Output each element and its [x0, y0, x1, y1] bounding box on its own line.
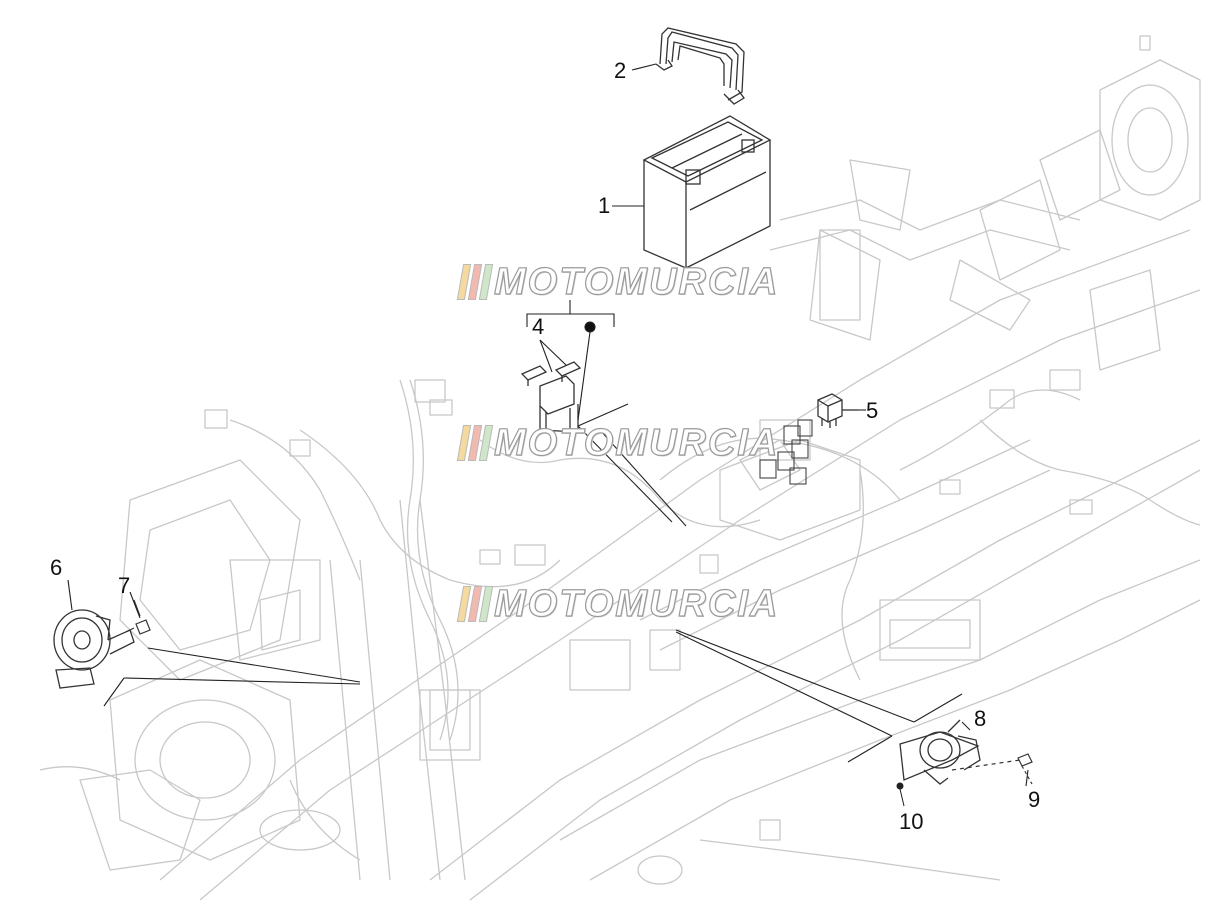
callout-6: 6 [50, 555, 63, 580]
callout-8: 8 [974, 706, 987, 731]
callout-10: 10 [899, 809, 924, 834]
part-9-screw [951, 753, 1033, 785]
watermark-bars [456, 425, 494, 461]
watermark-bottom: MOTOMURCIA [456, 582, 780, 625]
part-10-nut [896, 782, 905, 807]
callout-1: 1 [598, 193, 611, 218]
callout-7: 7 [118, 573, 131, 598]
watermark-text: MOTOMURCIA [493, 260, 780, 303]
part-8-horn [899, 719, 981, 785]
part-6-horn [53, 609, 135, 689]
watermark-bars [456, 586, 494, 622]
leader-lines [67, 63, 1029, 787]
part-4-bracket [526, 300, 615, 421]
part-1-battery [642, 115, 772, 269]
callout-4: 4 [532, 314, 545, 339]
callout-2: 2 [614, 58, 627, 83]
watermark-bars [456, 264, 494, 300]
part-2-battery-strap [655, 27, 745, 105]
watermark-text: MOTOMURCIA [493, 582, 780, 625]
watermark-top: MOTOMURCIA [456, 260, 780, 303]
fuse-block-relays [759, 419, 813, 485]
part-7-screw [125, 599, 151, 635]
callout-9: 9 [1028, 787, 1041, 812]
scooter-frame [39, 35, 1201, 901]
callout-5: 5 [866, 398, 879, 423]
part-5-relay [817, 393, 858, 428]
watermark-middle: MOTOMURCIA [456, 421, 780, 464]
watermark-text: MOTOMURCIA [493, 421, 780, 464]
